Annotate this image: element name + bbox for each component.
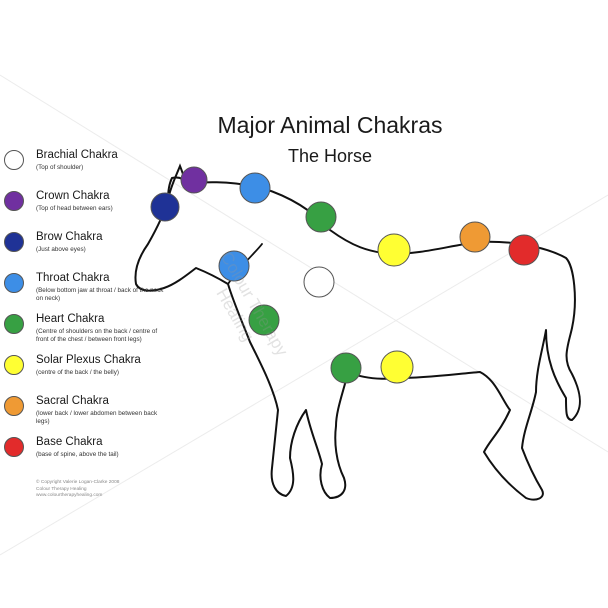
brow-swatch [4, 232, 24, 252]
chakra-point-solar-plexus [381, 351, 413, 383]
chakra-legend: Brachial Chakra (Top of shoulder) Crown … [4, 148, 164, 476]
legend-item-heart: Heart Chakra (Centre of shoulders on the… [4, 312, 164, 353]
legend-desc: (centre of the back / the belly) [36, 369, 164, 377]
legend-desc: (Top of shoulder) [36, 164, 164, 172]
legend-name: Sacral Chakra [36, 395, 109, 407]
legend-desc: (Just above eyes) [36, 246, 164, 254]
copyright-line: www.colourtherapyhealing.com [36, 493, 186, 500]
base-swatch [4, 437, 24, 457]
legend-name: Solar Plexus Chakra [36, 354, 141, 366]
chakra-point-throat [240, 173, 270, 203]
legend-name: Brachial Chakra [36, 149, 118, 161]
legend-name: Throat Chakra [36, 272, 110, 284]
solar-plexus-swatch [4, 355, 24, 375]
legend-desc: (base of spine, above the tail) [36, 451, 164, 459]
page-title: Major Animal Chakras [150, 112, 510, 139]
heart-swatch [4, 314, 24, 334]
copyright-notice: © Copyright Valerie Logan-Clarke 2008 Co… [36, 480, 186, 500]
throat-swatch [4, 273, 24, 293]
legend-item-brow: Brow Chakra (Just above eyes) [4, 230, 164, 271]
page-subtitle: The Horse [150, 146, 510, 167]
legend-desc: (Below bottom jaw at throat / back of th… [36, 287, 164, 303]
chakra-point-brachial [304, 267, 334, 297]
chakra-point-base [509, 235, 539, 265]
legend-name: Brow Chakra [36, 231, 102, 243]
legend-desc: (Centre of shoulders on the back / centr… [36, 328, 164, 344]
legend-name: Heart Chakra [36, 313, 104, 325]
legend-name: Crown Chakra [36, 190, 110, 202]
legend-desc: (lower back / lower abdomen between back… [36, 410, 164, 426]
legend-item-sacral: Sacral Chakra (lower back / lower abdome… [4, 394, 164, 435]
chakra-point-heart [331, 353, 361, 383]
legend-item-solar-plexus: Solar Plexus Chakra (centre of the back … [4, 353, 164, 394]
chakra-point-crown [181, 167, 207, 193]
legend-item-base: Base Chakra (base of spine, above the ta… [4, 435, 164, 476]
legend-item-crown: Crown Chakra (Top of head between ears) [4, 189, 164, 230]
legend-item-throat: Throat Chakra (Below bottom jaw at throa… [4, 271, 164, 312]
horse-outline [136, 177, 580, 499]
crown-swatch [4, 191, 24, 211]
chakra-point-solar-plexus [378, 234, 410, 266]
legend-item-brachial: Brachial Chakra (Top of shoulder) [4, 148, 164, 189]
sacral-swatch [4, 396, 24, 416]
legend-name: Base Chakra [36, 436, 102, 448]
brachial-swatch [4, 150, 24, 170]
legend-desc: (Top of head between ears) [36, 205, 164, 213]
chakra-point-heart [306, 202, 336, 232]
chakra-point-sacral [460, 222, 490, 252]
